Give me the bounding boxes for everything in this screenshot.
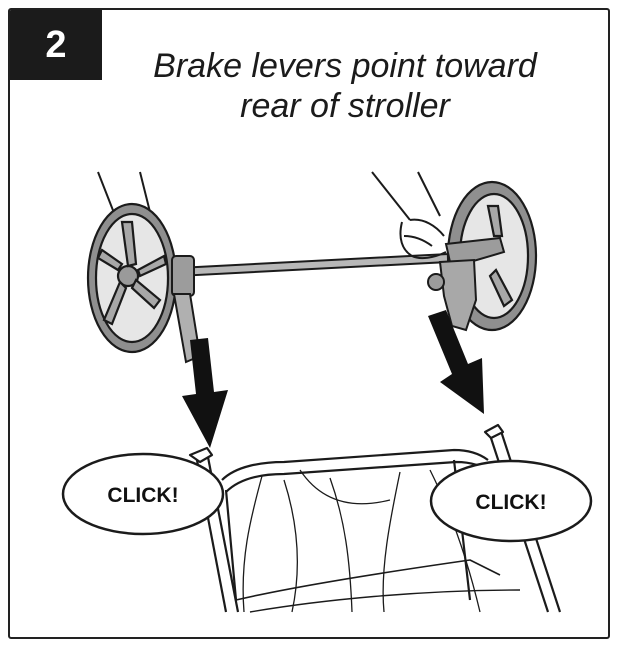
right-arrow: [428, 310, 484, 414]
caption-line-2: rear of stroller: [240, 87, 450, 125]
step-caption: Brake levers point toward rear of stroll…: [110, 46, 580, 126]
click-callout-left-text: CLICK!: [107, 484, 178, 507]
click-callout-left: CLICK!: [61, 452, 225, 536]
caption-line-1: Brake levers point toward: [153, 47, 537, 85]
step-number-badge: 2: [10, 10, 102, 80]
click-callout-right: CLICK!: [429, 459, 593, 543]
left-wheel: [86, 202, 178, 354]
right-hand-lines: [371, 171, 447, 260]
rear-axle: [177, 252, 449, 278]
click-callout-right-text: CLICK!: [475, 491, 546, 514]
right-brake-lever: [427, 236, 506, 332]
left-arrow: [182, 338, 228, 448]
